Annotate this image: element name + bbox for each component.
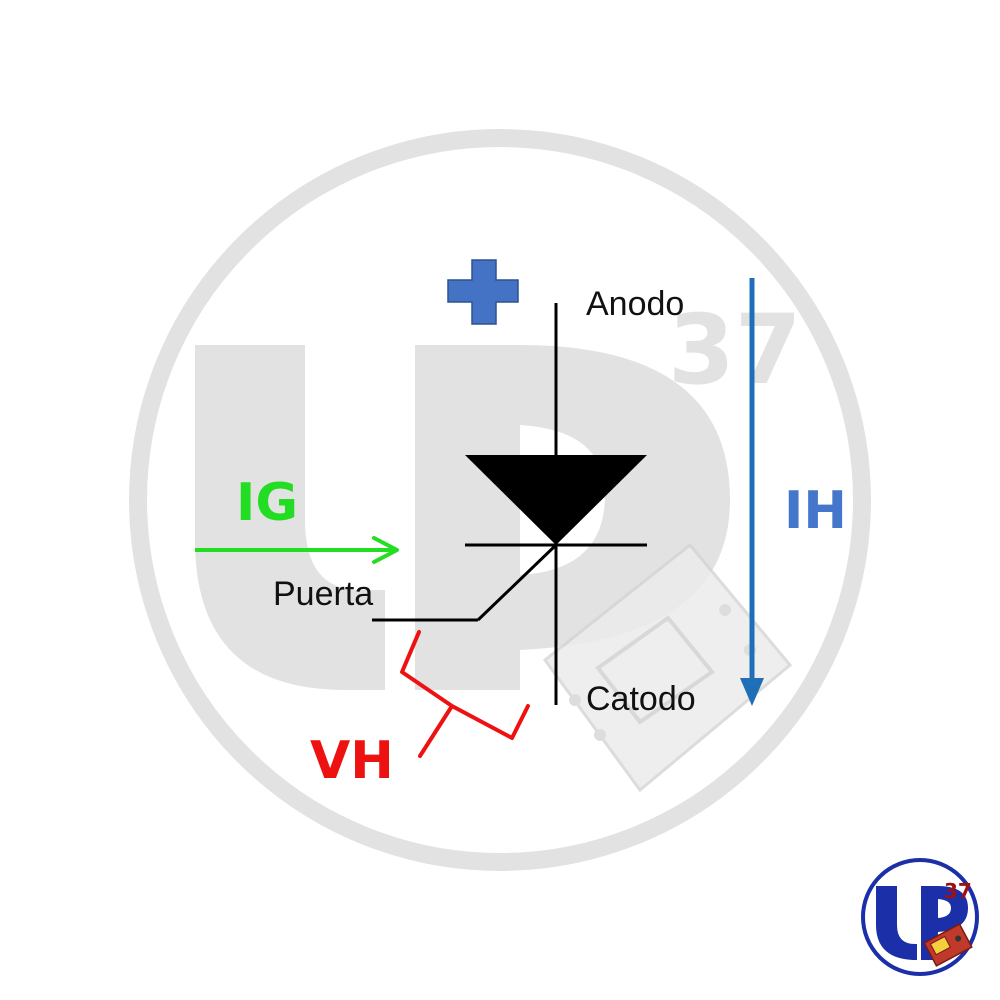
holding-current-label: IH [784, 481, 847, 541]
up37-logo-icon: 37 [861, 858, 979, 976]
anode-label: Anodo [586, 285, 684, 323]
gate-current-arrow [195, 536, 399, 564]
watermark-board-icon [542, 542, 793, 793]
watermark-ring [129, 129, 871, 871]
gate-label: Puerta [273, 575, 373, 613]
holding-voltage-label: VH [310, 731, 394, 791]
plus-sign-icon [447, 259, 519, 325]
diode-triangle [465, 455, 647, 545]
gate-current-label: IG [236, 473, 298, 533]
cathode-label: Catodo [586, 680, 696, 718]
watermark-number: 37 [668, 294, 802, 406]
holding-current-arrow [740, 278, 764, 706]
gate-diagonal [476, 543, 558, 622]
watermark-u-shape [195, 345, 385, 690]
holding-voltage-brace [400, 630, 530, 758]
badge-number: 37 [944, 879, 972, 903]
thyristor-symbol-icon [372, 303, 647, 705]
